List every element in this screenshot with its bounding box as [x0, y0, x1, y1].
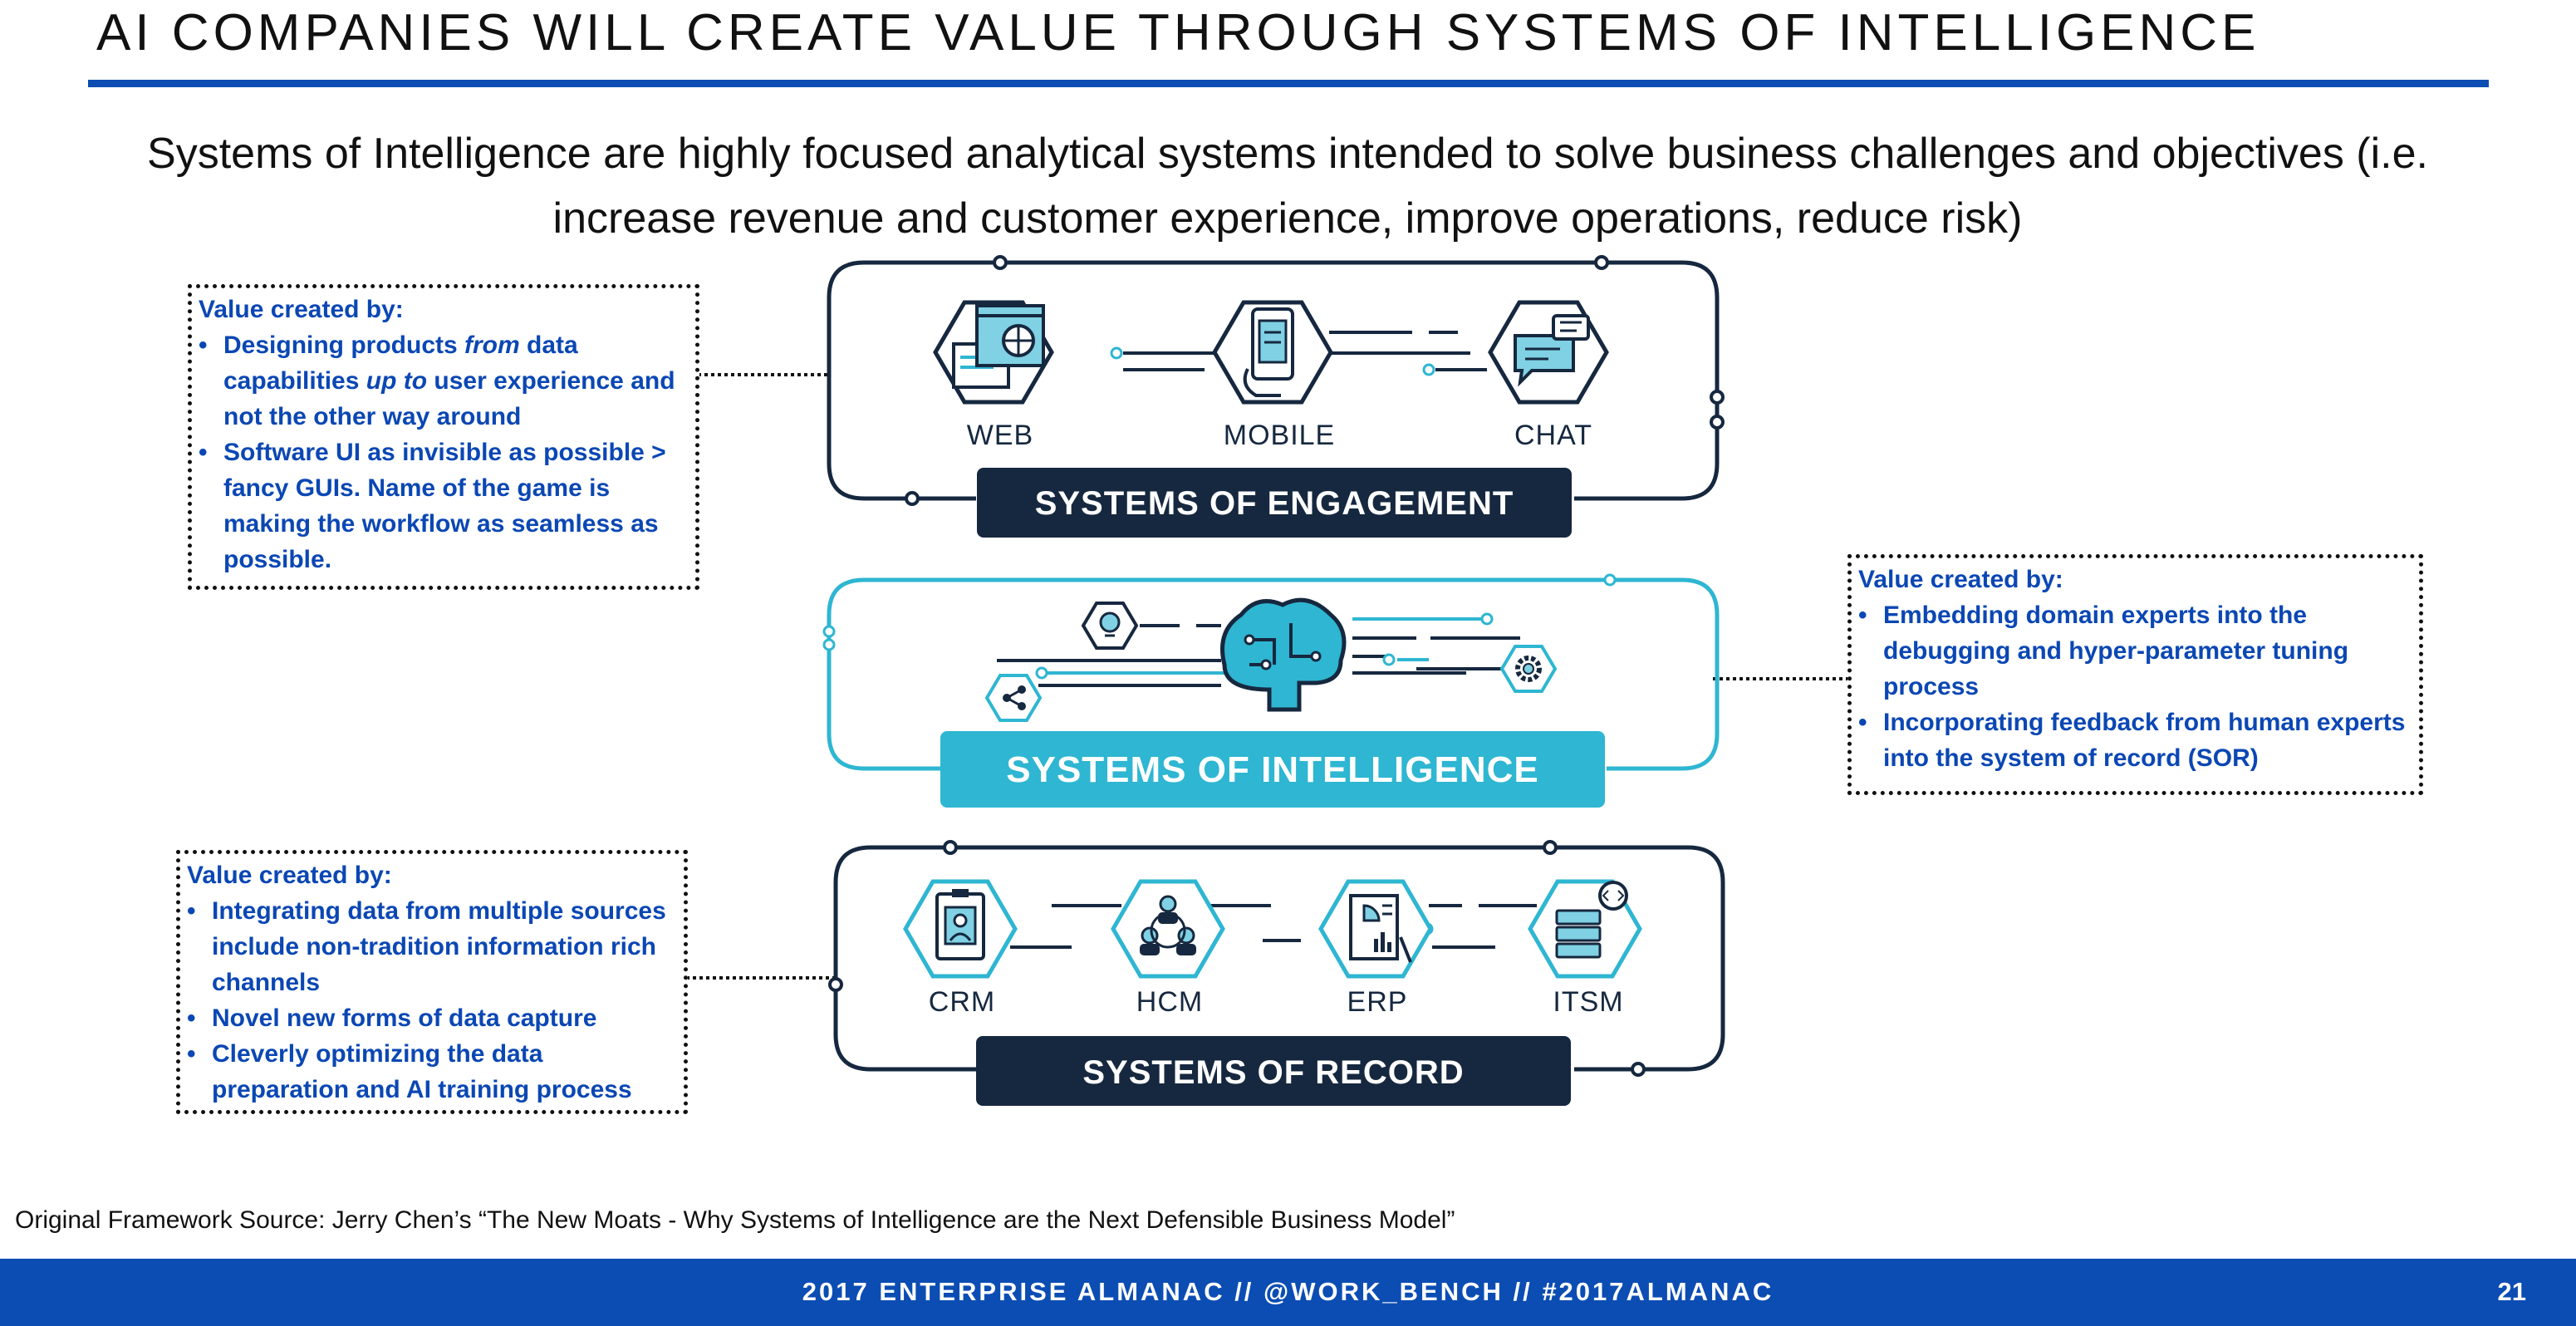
web-label: WEB: [967, 420, 1033, 451]
intelligence-group: SYSTEMS OF INTELLIGENCE: [822, 573, 1720, 808]
callout-bullet: Software UI as invisible as possible > f…: [199, 435, 690, 577]
source-citation: Original Framework Source: Jerry Chen’s …: [15, 1206, 1455, 1234]
intelligence-banner-text: SYSTEMS OF INTELLIGENCE: [1006, 749, 1539, 790]
callout-bullet: Integrating data from multiple sources i…: [187, 893, 679, 1000]
clipboard-contact-icon: [903, 879, 1018, 979]
chat-bubble-icon: [1488, 300, 1609, 405]
callout-heading: Value created by:: [1858, 566, 2063, 593]
callout-bullet: Cleverly optimizing the data preparation…: [187, 1036, 679, 1107]
mobile-label: MOBILE: [1224, 420, 1335, 451]
record-value-callout: Value created by: Integrating data from …: [176, 850, 688, 1114]
intelligence-banner: [940, 731, 1605, 808]
share-icon: [984, 674, 1043, 722]
engagement-value-callout: Value created by: Designing products fro…: [188, 284, 699, 590]
gear-icon: [1499, 645, 1558, 693]
callout-bullet: Designing products from data capabilitie…: [199, 327, 690, 435]
callout-bullet: Embedding domain experts into the debugg…: [1858, 597, 2414, 705]
footer-bar: 2017 ENTERPRISE ALMANAC // @WORK_BENCH /…: [0, 1259, 2576, 1326]
callout-heading: Value created by:: [199, 296, 404, 323]
intelligence-value-callout: Value created by: Embedding domain exper…: [1847, 554, 2423, 795]
footer-text: 2017 ENTERPRISE ALMANAC // @WORK_BENCH /…: [802, 1277, 1774, 1306]
crm-label: CRM: [929, 986, 995, 1018]
record-banner-text: SYSTEMS OF RECORD: [1082, 1054, 1464, 1091]
engagement-banner: [977, 468, 1572, 538]
callout-bullet: Incorporating feedback from human expert…: [1858, 705, 2414, 776]
report-chart-icon: [1318, 879, 1433, 979]
title-underline: [88, 80, 2489, 87]
engagement-group: SYSTEMS OF ENGAGEMENT: [827, 255, 1725, 538]
callout-heading: Value created by:: [187, 862, 392, 889]
lightbulb-icon: [1081, 602, 1139, 650]
callout-bullet: Novel new forms of data capture: [187, 1000, 679, 1036]
erp-label: ERP: [1347, 986, 1408, 1018]
server-code-icon: [1528, 879, 1642, 979]
record-banner: [976, 1036, 1571, 1106]
slide-title: AI COMPANIES WILL CREATE VALUE THROUGH S…: [96, 4, 2260, 61]
hcm-label: HCM: [1136, 986, 1203, 1018]
chat-label: CHAT: [1514, 420, 1592, 451]
people-network-icon: [1111, 879, 1225, 979]
engagement-banner-text: SYSTEMS OF ENGAGEMENT: [1035, 485, 1514, 522]
mobile-phone-icon: [1212, 300, 1333, 405]
slide-subtitle: Systems of Intelligence are highly focus…: [147, 130, 2428, 243]
page-number: 21: [2497, 1277, 2526, 1306]
brain-circuit-icon: [1220, 597, 1347, 712]
itsm-label: ITSM: [1553, 986, 1623, 1018]
web-browser-icon: [933, 300, 1054, 405]
record-group: SYSTEMS OF RECORD: [828, 840, 1725, 1106]
